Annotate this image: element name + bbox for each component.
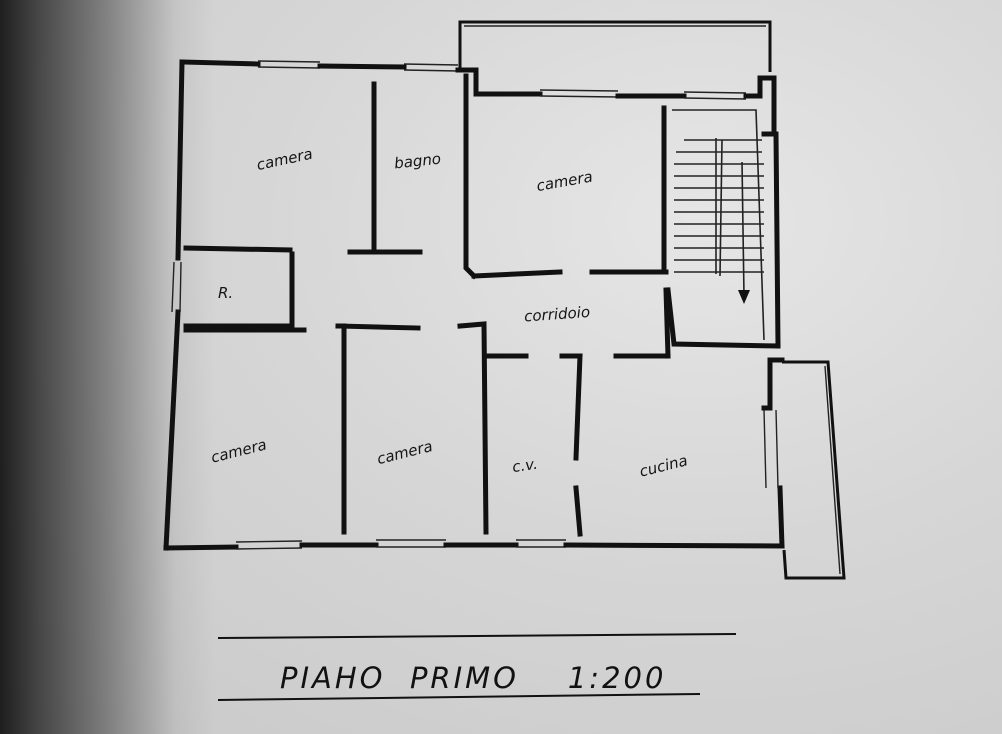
stair-arrow-icon [738, 290, 750, 304]
room-label-camera-3: camera [209, 435, 268, 466]
room-label-camera-2: camera [535, 167, 594, 195]
room-label-camera-1: camera [255, 145, 314, 174]
plan-title: PIAHO PRIMO 1:200 [280, 661, 666, 695]
balcony-top [458, 20, 772, 72]
room-label-cucina: cucina [638, 451, 690, 480]
staircase [672, 109, 765, 341]
title-rule-bottom [217, 693, 701, 701]
room-label-cv: c.v. [511, 455, 539, 476]
room-label-corridoio: corridoio [524, 303, 591, 326]
balcony-right [782, 360, 846, 580]
exterior-walls [163, 59, 785, 551]
interior-walls [183, 73, 781, 537]
room-label-bagno: bagno [393, 150, 442, 173]
room-label-ripostiglio: R. [218, 284, 233, 302]
title-rule-top [217, 633, 737, 639]
room-label-camera-4: camera [375, 437, 434, 468]
